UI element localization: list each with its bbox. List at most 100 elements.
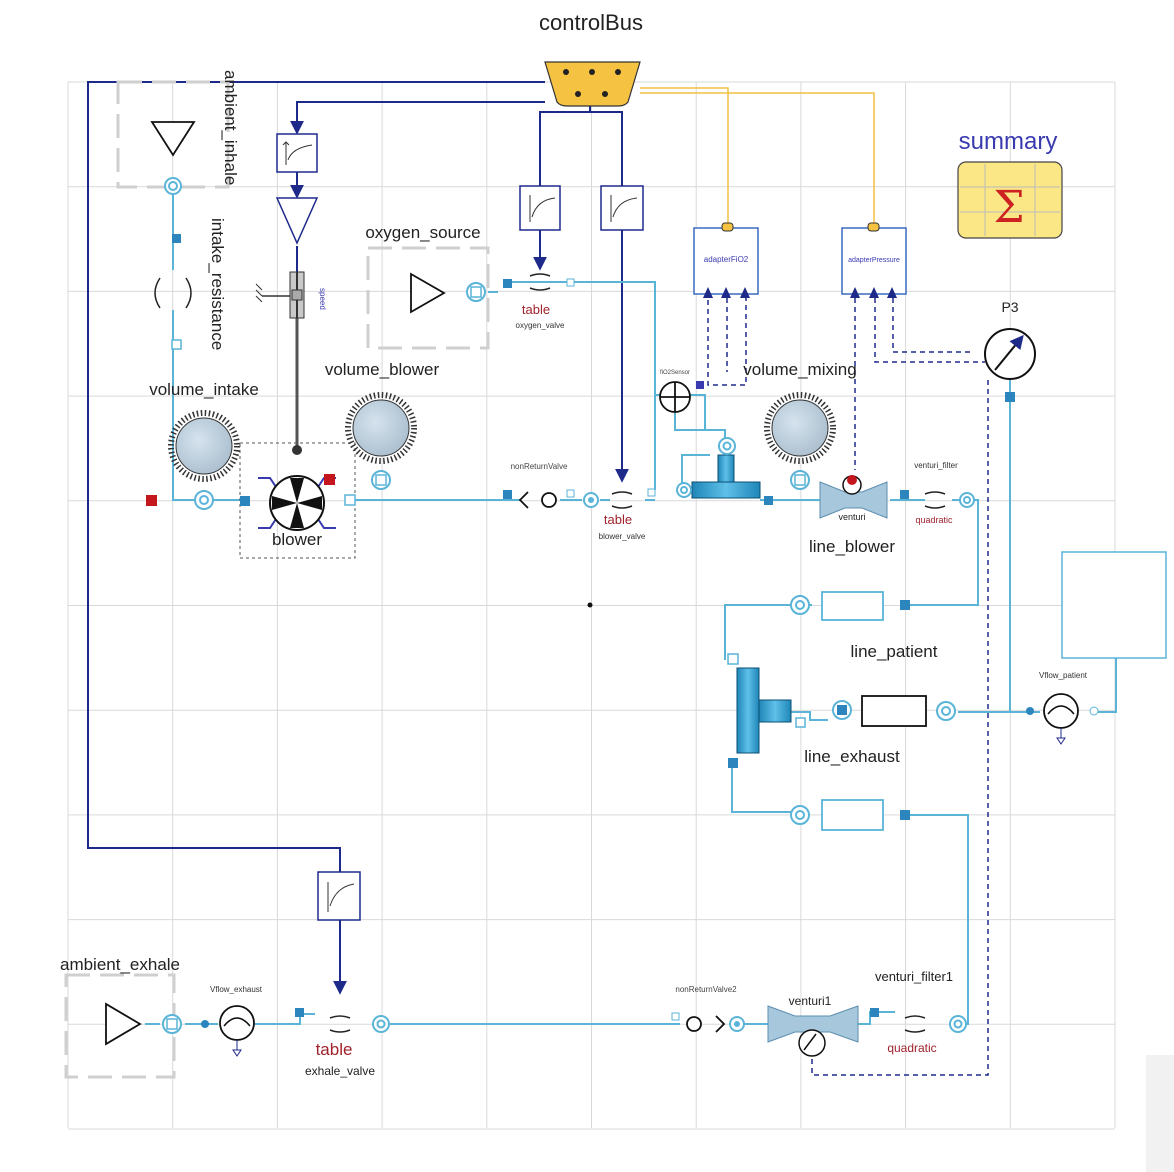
volume-mixing-vessel[interactable]: [764, 392, 836, 464]
quadratic1-label: quadratic: [887, 1041, 936, 1055]
pressure-gauge-icon[interactable]: [984, 328, 1036, 402]
control-bus[interactable]: [544, 61, 641, 107]
line-patient-pipe[interactable]: [832, 695, 956, 727]
summary-label: summary: [959, 128, 1058, 155]
exhale-valve-icon[interactable]: [295, 1008, 351, 1033]
oxygen-source-icon[interactable]: [410, 272, 446, 314]
blower-table-label: table: [604, 512, 632, 527]
port-icon: [164, 177, 182, 195]
blower-speed-table-block[interactable]: [276, 133, 318, 173]
port-square: [172, 234, 181, 243]
oxygen-valve-label: oxygen_valve: [516, 321, 565, 330]
ambient-inhale-icon[interactable]: [150, 121, 196, 157]
adapter-pressure-block[interactable]: [841, 222, 907, 298]
line-exhaust-label: line_exhaust: [804, 747, 900, 766]
ambient-exhale-icon[interactable]: [105, 1002, 142, 1046]
port-icon: [583, 492, 599, 508]
non-return-valve2-label: nonReturnValve2: [675, 985, 737, 994]
venturi1-icon[interactable]: [767, 1005, 859, 1057]
gain-block-icon[interactable]: [275, 197, 319, 245]
oxygen-source-frame: [366, 246, 490, 350]
venturi-filter-label: venturi_filter: [914, 461, 958, 470]
bus-label: controlBus: [539, 10, 643, 35]
flow-sensor-icon[interactable]: [1026, 693, 1099, 745]
signal-line-oxygen-top[interactable]: [539, 105, 591, 186]
port-square: [764, 496, 773, 505]
port-icon: [959, 492, 975, 508]
blower-table-block[interactable]: [600, 185, 644, 231]
port-icon: [790, 470, 810, 490]
vflow-exhaust-label: Vflow_exhaust: [210, 985, 263, 994]
non-return-valve-label: nonReturnValve: [511, 462, 568, 471]
volume-blower-vessel[interactable]: [345, 392, 417, 464]
adapter-pressure-label: adapterPressure: [848, 257, 900, 264]
exhale-valve-label: exhale_valve: [305, 1064, 375, 1078]
line-exhaust-pipe[interactable]: [790, 799, 910, 831]
oxygen-table-block[interactable]: [519, 185, 561, 231]
quadratic-label: quadratic: [915, 515, 953, 525]
venturi-icon[interactable]: [819, 475, 888, 519]
oxygen-valve-icon[interactable]: [529, 273, 575, 291]
signal-lines: [87, 81, 629, 995]
flow-sensor-icon[interactable]: [201, 1005, 255, 1057]
port-icon: [372, 1015, 390, 1033]
vflow-patient-label: Vflow_patient: [1039, 671, 1088, 680]
blower-valve-icon[interactable]: [611, 488, 656, 509]
origin-marker: [587, 602, 593, 608]
line-blower-pipe[interactable]: [790, 591, 910, 621]
venturi-filter-icon[interactable]: [900, 490, 946, 509]
venturi1-label: venturi1: [789, 994, 832, 1008]
ambient-inhale-label: ambient_inhale: [221, 70, 240, 185]
intake-resistance-label: intake_resistance: [208, 218, 227, 350]
volume-blower-label: volume_blower: [325, 360, 440, 379]
signal-line-speed[interactable]: [290, 101, 545, 135]
port-square: [503, 279, 512, 288]
speed-label: speed: [318, 288, 327, 310]
red-port: [324, 474, 335, 485]
port-icon: [194, 490, 214, 510]
volume-intake-vessel[interactable]: [168, 410, 240, 482]
port-icon: [949, 1015, 967, 1033]
fio2-sensor-label: fiO2Sensor: [660, 370, 690, 376]
p3-label: P3: [1001, 299, 1018, 315]
venturi-filter1-label: venturi_filter1: [875, 969, 953, 984]
non-return-valve-icon[interactable]: [503, 489, 575, 509]
scroll-edge: [1146, 1055, 1174, 1172]
fio2-sensor-icon[interactable]: [659, 381, 691, 413]
volume-mixing-label: volume_mixing: [743, 360, 856, 379]
adapter-fio2-label: adapterFiO2: [704, 255, 749, 264]
port-square: [344, 494, 356, 506]
port-icon: [718, 437, 736, 455]
sigma-icon: Σ: [993, 182, 1024, 233]
blower-icon[interactable]: [258, 475, 336, 531]
speed-source-icon[interactable]: [255, 271, 305, 319]
ambient-inhale-frame: [116, 80, 230, 189]
patient-block[interactable]: [1061, 551, 1167, 659]
signal-line-blower-top[interactable]: [590, 111, 623, 186]
exhale-table-label: table: [316, 1040, 353, 1059]
blower-valve-label: blower_valve: [599, 532, 646, 541]
signal-line-exhale[interactable]: [87, 81, 545, 872]
intake-resistance-icon[interactable]: [154, 277, 192, 350]
adapter-fio2-block[interactable]: [693, 222, 759, 298]
shaft-flange: [292, 445, 302, 455]
exhaust-tee-icon[interactable]: [727, 653, 806, 768]
port-icon: [466, 282, 486, 302]
oxygen-table-label: table: [522, 302, 550, 317]
fluid-lines: [145, 195, 1117, 1025]
red-port: [146, 495, 157, 506]
dashed-signal-lines: [707, 298, 989, 1076]
line-patient-label: line_patient: [851, 642, 938, 661]
oxygen-source-label: oxygen_source: [365, 223, 480, 242]
blower-label: blower: [272, 530, 322, 549]
summary-block[interactable]: Σ: [957, 161, 1063, 239]
non-return-valve2-icon[interactable]: [671, 1012, 726, 1033]
port-icon: [162, 1014, 182, 1034]
mixing-tee-icon[interactable]: [691, 454, 761, 499]
exhale-table-block[interactable]: [317, 871, 361, 921]
bus-lines: [640, 87, 875, 228]
port-icon: [676, 482, 692, 498]
port-icon: [729, 1016, 745, 1032]
venturi-filter1-icon[interactable]: [870, 1008, 926, 1033]
